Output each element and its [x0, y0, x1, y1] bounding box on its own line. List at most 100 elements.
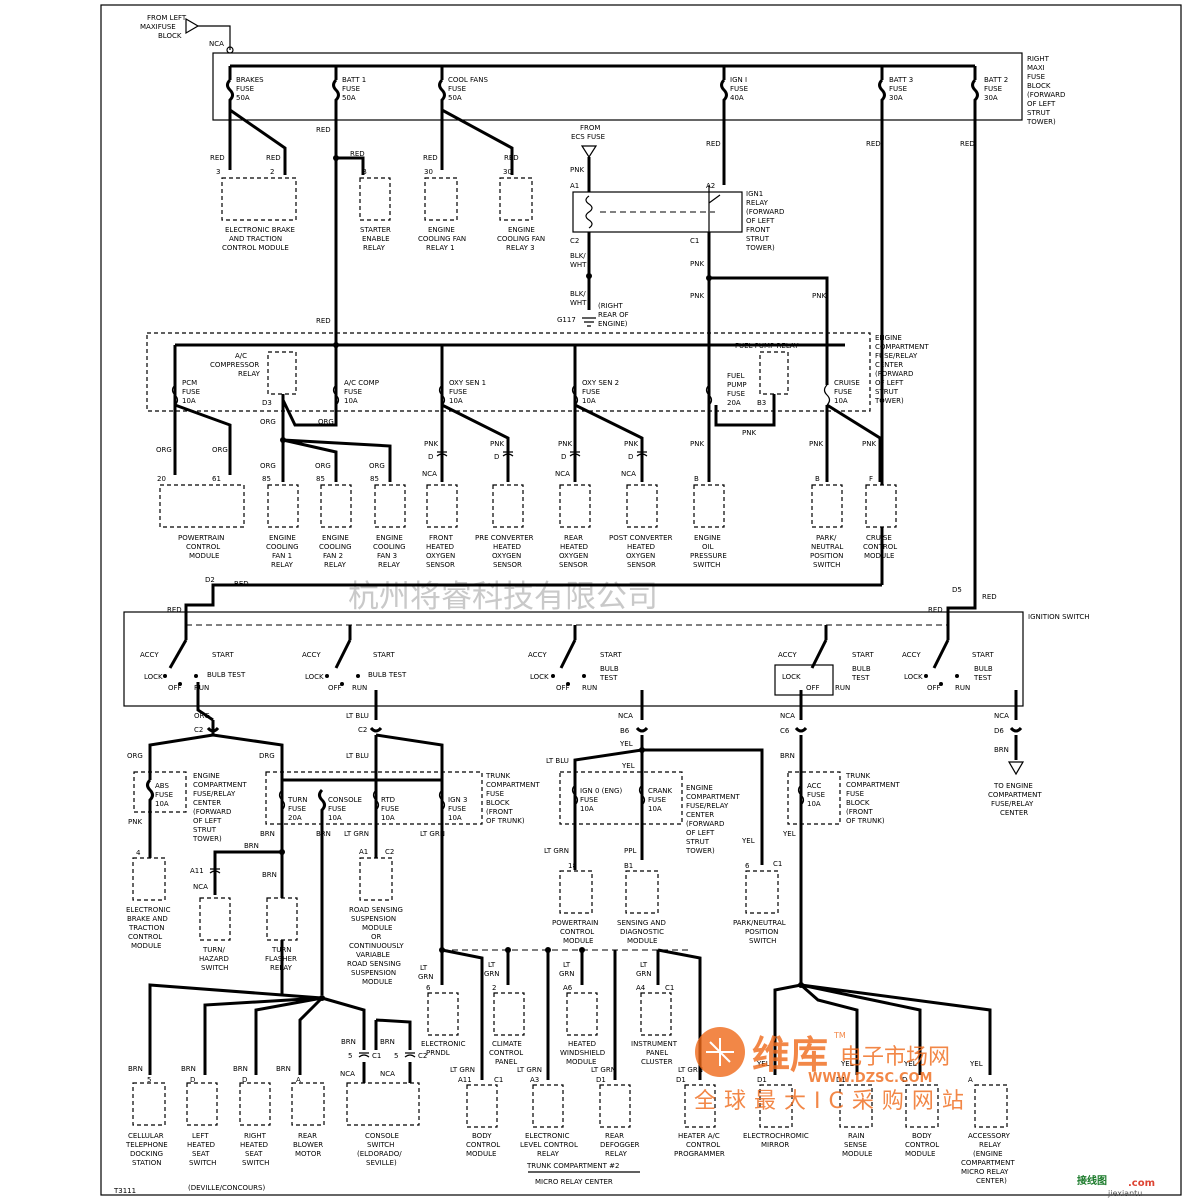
fuse-batt2: BATT 2 FUSE 30A [971, 66, 1008, 595]
svg-text:ORG: ORG [260, 418, 276, 426]
turn-fuse: TURN FUSE 20A [278, 789, 308, 822]
svg-text:ORG: ORG [369, 462, 385, 470]
svg-text:D1: D1 [836, 1076, 846, 1084]
svg-text:50A: 50A [448, 94, 462, 102]
svg-text:RED: RED [316, 317, 331, 325]
svg-text:MODULE: MODULE [842, 1150, 872, 1158]
svg-text:COOLING: COOLING [373, 543, 406, 551]
svg-text:TURN: TURN [287, 796, 308, 804]
svg-text:ORG: ORG [315, 462, 331, 470]
svg-text:PNK: PNK [624, 440, 638, 448]
svg-text:PRESSURE: PRESSURE [690, 552, 727, 560]
svg-text:D: D [242, 1076, 247, 1084]
svg-text:FUSE/RELAY: FUSE/RELAY [193, 790, 236, 798]
svg-text:TELEPHONE: TELEPHONE [125, 1141, 168, 1149]
svg-text:RUN: RUN [955, 684, 970, 692]
svg-text:TEST: TEST [973, 674, 992, 682]
svg-text:(FRONT: (FRONT [846, 808, 873, 816]
rear-blower-motor: A REAR BLOWER MOTOR [291, 1076, 325, 1158]
svg-text:PUMP: PUMP [727, 381, 747, 389]
svg-text:FUSE: FUSE [486, 790, 504, 798]
svg-text:FUSE: FUSE [984, 85, 1002, 93]
svg-text:ORG: ORG [212, 446, 228, 454]
svg-text:MICRO RELAY CENTER: MICRO RELAY CENTER [535, 1178, 613, 1186]
svg-text:NCA: NCA [422, 470, 437, 478]
svg-text:MODULE: MODULE [362, 924, 392, 932]
engine-center-lower-label: ENGINE COMPARTMENT FUSE/RELAY CENTER (FO… [685, 784, 740, 855]
dzsc-logo: 维库 TM 电子市场网 WWW.DZSC.COM 全球最大IC采购网站 [694, 1027, 964, 1114]
svg-text:电子市场网: 电子市场网 [840, 1045, 950, 1070]
svg-text:B: B [362, 168, 367, 176]
ign-switch-pole-5: ACCY START LOCK BULB TEST OFF RUN [902, 639, 994, 692]
svg-text:BLOCK: BLOCK [486, 799, 510, 807]
ign-switch-pole-3: ACCY START LOCK BULB TEST OFF RUN [528, 639, 622, 692]
svg-text:LT GRN: LT GRN [678, 1066, 703, 1074]
svg-text:MODULE: MODULE [905, 1150, 935, 1158]
svg-text:CONTROL: CONTROL [128, 933, 162, 941]
cruise-fuse: CRUISE FUSE 10A [823, 379, 882, 482]
svg-text:FUSE: FUSE [344, 388, 362, 396]
svg-text:ROAD SENSING: ROAD SENSING [349, 906, 403, 914]
svg-text:HEATED: HEATED [560, 543, 588, 551]
svg-text:BRAKES: BRAKES [236, 76, 264, 84]
svg-text:(FORWARD: (FORWARD [686, 820, 724, 828]
ac-comp-fuse: A/C COMP FUSE 10A [281, 379, 379, 427]
oil-pressure-switch: B ENGINE OIL PRESSURE SWITCH [690, 470, 727, 569]
cruise-module: F CRUISE CONTROL MODULE [863, 475, 897, 560]
svg-text:SUSPENSION: SUSPENSION [351, 915, 396, 923]
svg-text:FUSE: FUSE [182, 388, 200, 396]
svg-text:D1: D1 [676, 1076, 686, 1084]
electronic-level-control-relay: LT GRN A3 ELECTRONIC LEVEL CONTROL RELAY [517, 1066, 578, 1158]
svg-text:HEATED: HEATED [426, 543, 454, 551]
svg-text:C2: C2 [358, 726, 367, 734]
svg-text:TOWER): TOWER) [874, 397, 904, 405]
svg-text:RED: RED [423, 154, 438, 162]
svg-text:POSITION: POSITION [810, 552, 843, 560]
pcm-lower: 18 POWERTRAIN CONTROL MODULE [552, 862, 598, 945]
svg-text:B: B [815, 475, 820, 483]
left-heated-seat-switch: D LEFT HEATED SEAT SWITCH [186, 1076, 218, 1167]
svg-text:RIGHT: RIGHT [244, 1132, 267, 1140]
svg-text:CRUISE: CRUISE [834, 379, 860, 387]
fan1-relay-mid: 85 ENGINE COOLING FAN 1 RELAY [262, 475, 299, 569]
svg-text:FUSE/RELAY: FUSE/RELAY [991, 800, 1034, 808]
svg-text:TOWER): TOWER) [685, 847, 715, 855]
svg-text:VARIABLE: VARIABLE [356, 951, 390, 959]
ign3-fuse: IGN 3 FUSE 10A [438, 789, 467, 822]
svg-text:PARK/: PARK/ [816, 534, 837, 542]
svg-text:FAN 1: FAN 1 [272, 552, 292, 560]
to-engine-label: TO ENGINE COMPARTMENT FUSE/RELAY CENTER [988, 782, 1042, 817]
svg-text:FUSE: FUSE [807, 791, 825, 799]
svg-text:BULB: BULB [600, 665, 619, 673]
svg-text:HEATED: HEATED [568, 1040, 596, 1048]
svg-text:D3: D3 [262, 399, 272, 407]
svg-text:RELAY 1: RELAY 1 [426, 244, 455, 252]
svg-text:50A: 50A [342, 94, 356, 102]
svg-text:D6: D6 [994, 727, 1004, 735]
fuse-batt3: BATT 3 FUSE 30A [878, 66, 913, 585]
svg-text:ELECTRONIC: ELECTRONIC [421, 1040, 466, 1048]
svg-text:COOLING: COOLING [319, 543, 352, 551]
ign1-relay: FROM ECS FUSE PNK A1 A2 C2 C1 IGN1 RELAY… [557, 124, 829, 470]
svg-text:ORG: ORG [127, 752, 143, 760]
svg-text:REAR OF: REAR OF [598, 311, 629, 319]
svg-text:RAIN: RAIN [848, 1132, 865, 1140]
svg-text:COMPARTMENT: COMPARTMENT [486, 781, 540, 789]
svg-text:COMPARTMENT: COMPARTMENT [193, 781, 247, 789]
svg-text:RELAY: RELAY [238, 370, 261, 378]
svg-text:5: 5 [348, 1052, 352, 1060]
svg-text:BRN: BRN [780, 752, 795, 760]
svg-text:LT GRN: LT GRN [450, 1066, 475, 1074]
frame [100, 4, 1182, 1196]
svg-text:BODY: BODY [912, 1132, 932, 1140]
svg-text:BRN: BRN [233, 1065, 248, 1073]
svg-text:5: 5 [394, 1052, 398, 1060]
svg-text:FUEL PUMP RELAY: FUEL PUMP RELAY [735, 342, 799, 350]
svg-text:RED: RED [167, 606, 182, 614]
svg-text:10A: 10A [582, 397, 596, 405]
svg-text:OFF: OFF [556, 684, 570, 692]
svg-text:OF LEFT: OF LEFT [686, 829, 715, 837]
pnp-switch-mid: B PARK/ NEUTRAL POSITION SWITCH [810, 475, 843, 569]
svg-text:COMPARTMENT: COMPARTMENT [961, 1159, 1015, 1167]
svg-text:MODULE: MODULE [864, 552, 894, 560]
